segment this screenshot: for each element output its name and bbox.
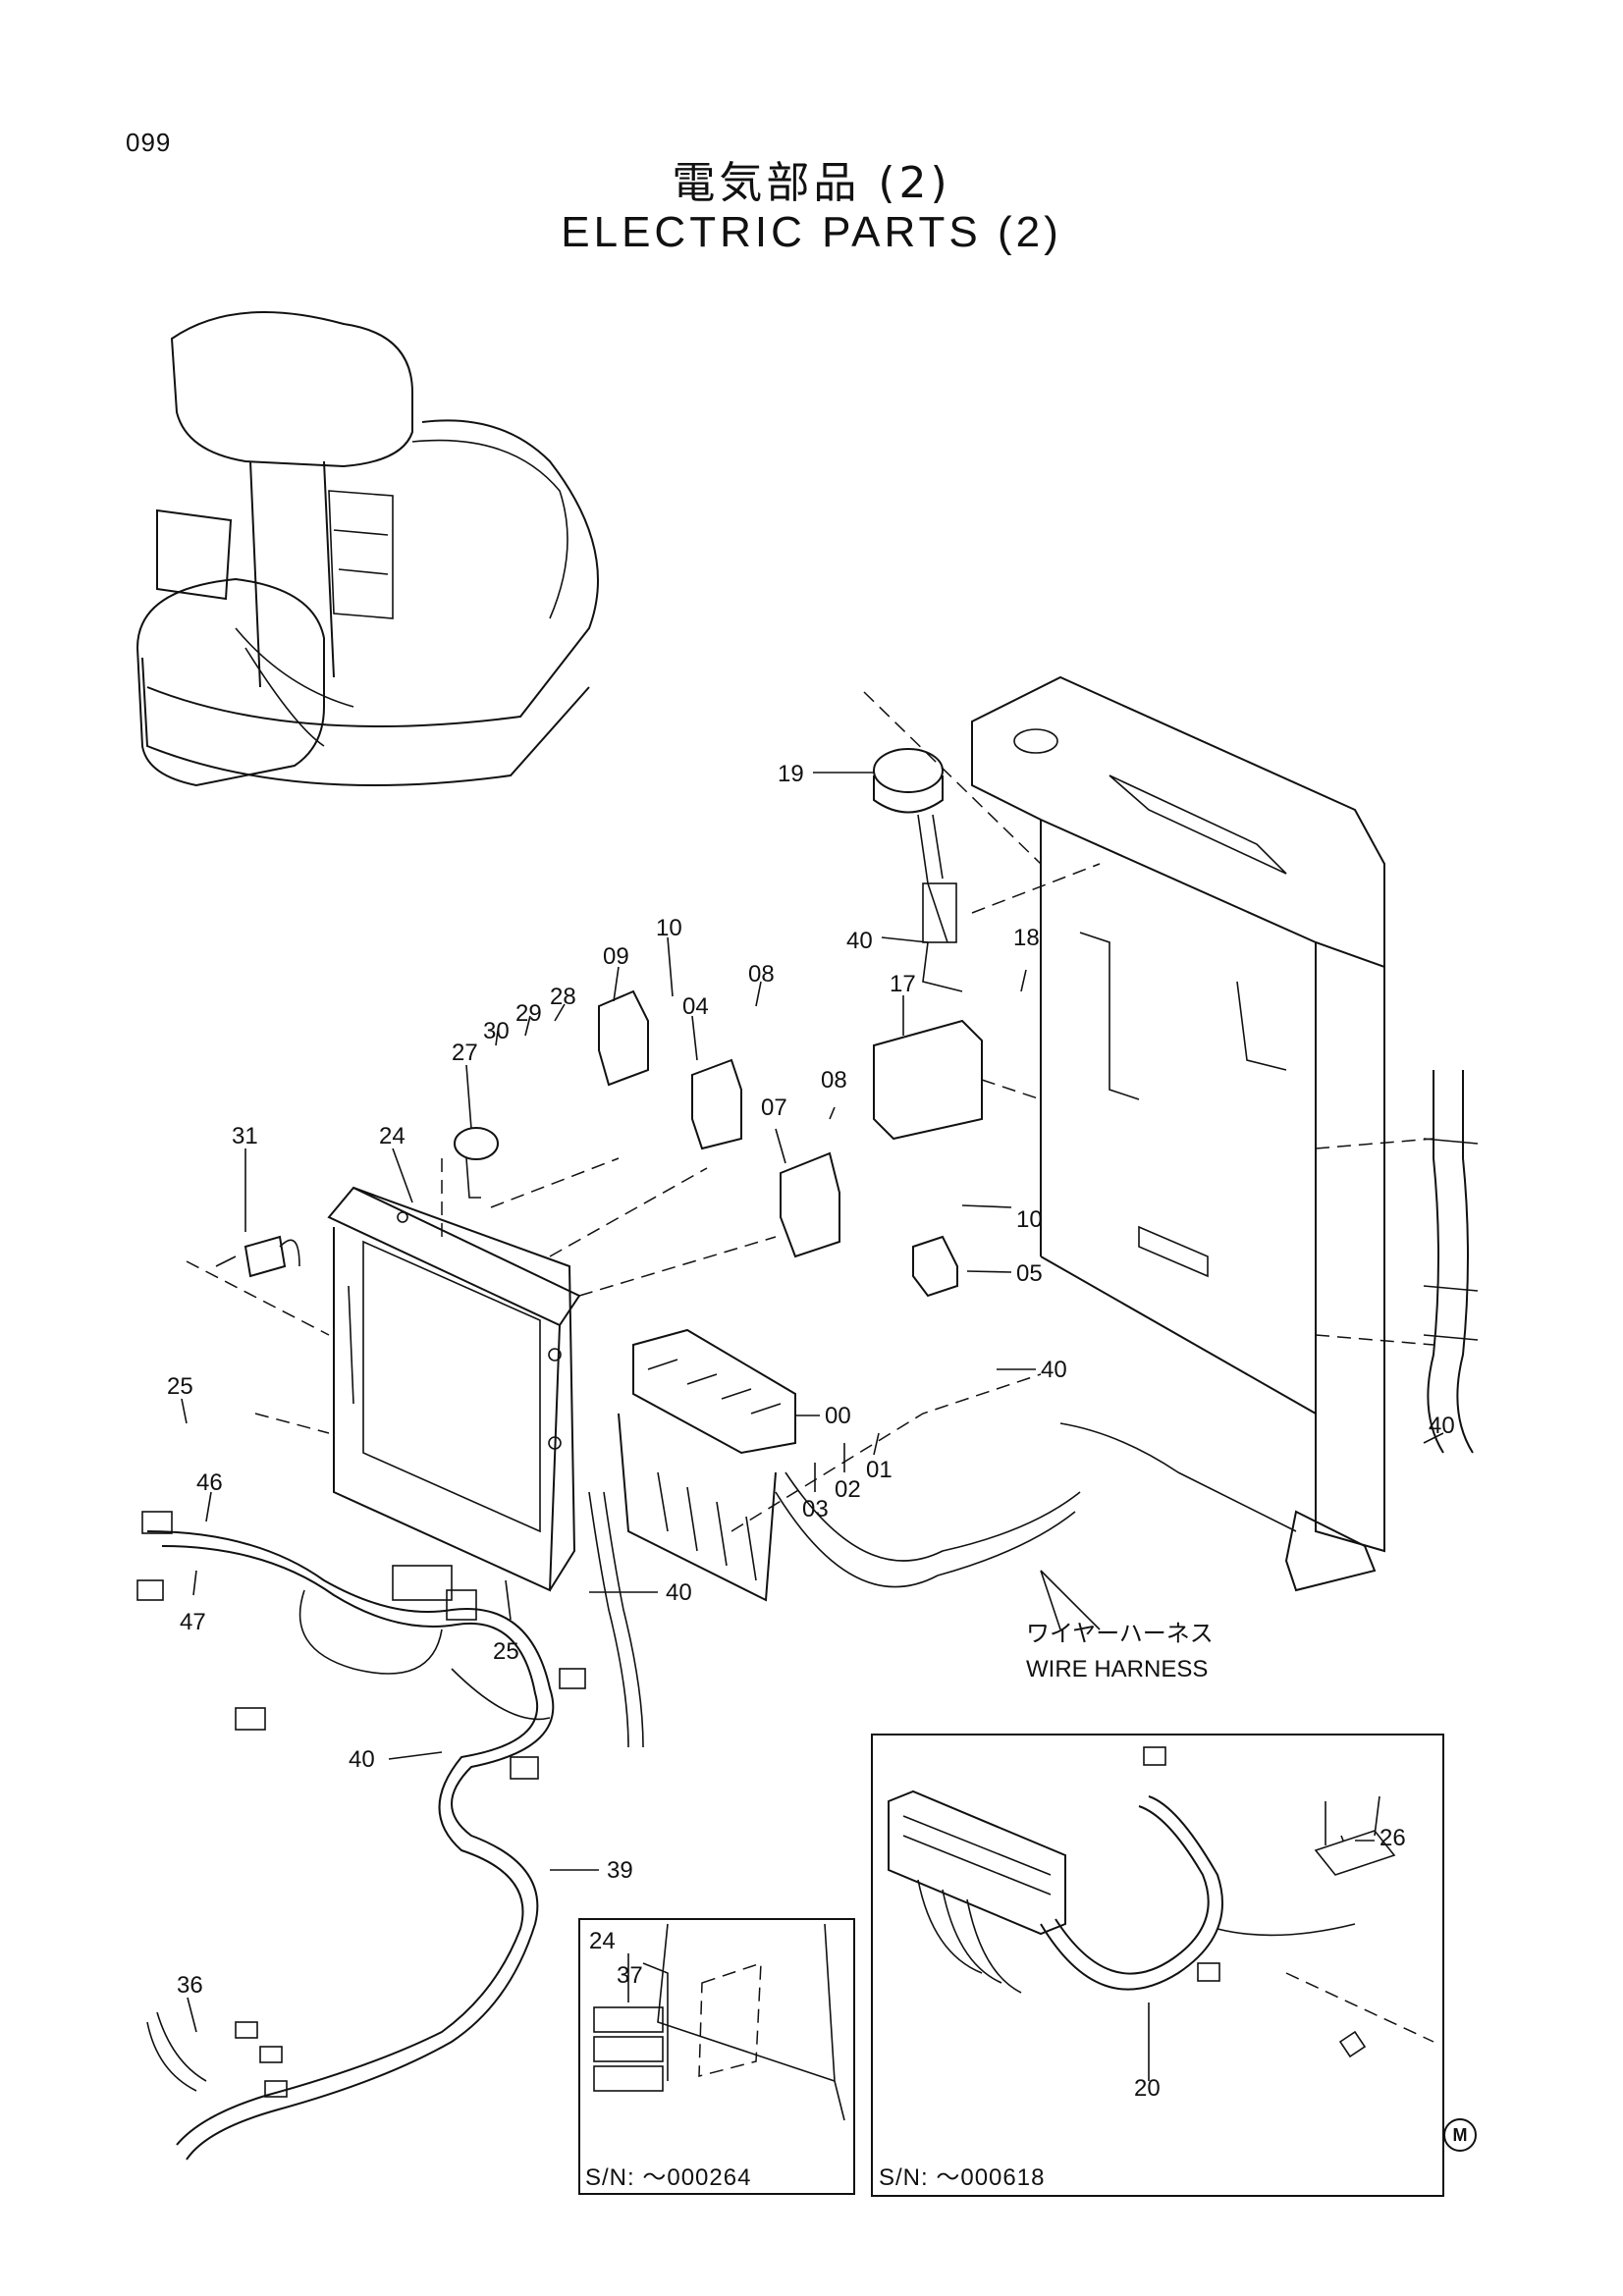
callout-00: 00 <box>825 1403 851 1429</box>
callout-03: 03 <box>802 1496 829 1522</box>
relay-parts <box>215 989 983 1602</box>
callout-27: 27 <box>452 1040 478 1066</box>
callout-09: 09 <box>603 943 629 970</box>
page-title-english: ELECTRIC PARTS (2) <box>561 208 1062 256</box>
callout-28: 28 <box>550 984 576 1010</box>
wire-harness-part-39 <box>136 1471 1081 2161</box>
callout-46: 46 <box>196 1469 223 1496</box>
callout-25-lower: 25 <box>493 1638 519 1665</box>
inset-right-serial: S/N: ～000618 <box>879 2164 1046 2191</box>
callout-37: 37 <box>617 1962 643 1989</box>
callout-40-right: 40 <box>1429 1413 1455 1439</box>
leader-lines <box>181 772 1444 2033</box>
callout-08-lower: 08 <box>821 1067 847 1094</box>
assembly-guide-lines <box>186 691 1434 1532</box>
callout-04: 04 <box>682 993 709 1020</box>
callout-31: 31 <box>232 1123 258 1149</box>
callout-30: 30 <box>483 1018 510 1044</box>
callout-10-lower: 10 <box>1016 1206 1043 1233</box>
inset-left-frame <box>578 1918 855 2195</box>
callout-40-lower: 40 <box>349 1746 375 1773</box>
callout-01: 01 <box>866 1457 893 1483</box>
callout-17: 17 <box>890 971 916 997</box>
key-switch-part-19 <box>873 748 963 992</box>
callout-25-left: 25 <box>167 1373 193 1400</box>
callout-40-harness: 40 <box>666 1579 692 1606</box>
callout-24: 24 <box>379 1123 406 1149</box>
wire-harness-label-english: WIRE HARNESS <box>1026 1656 1208 1682</box>
inset-right-frame <box>871 1734 1444 2197</box>
callout-39: 39 <box>607 1857 633 1884</box>
callout-26: 26 <box>1380 1825 1406 1851</box>
corner-m-mark: M <box>1443 2118 1477 2152</box>
controller-part-24 <box>327 1186 581 1592</box>
callout-40-frame: 40 <box>1041 1357 1067 1383</box>
page-title-japanese: 電気部品 (2) <box>672 158 951 208</box>
callout-18: 18 <box>1013 925 1040 951</box>
callout-36: 36 <box>177 1972 203 1999</box>
machine-overview-drawing <box>135 311 599 787</box>
callout-10-upper: 10 <box>656 915 682 941</box>
callout-19: 19 <box>778 761 804 787</box>
callout-29: 29 <box>515 1000 542 1027</box>
callout-47: 47 <box>180 1609 206 1635</box>
callout-40-keyswitch: 40 <box>846 928 873 954</box>
callout-labels: 19 40 18 17 10 09 08 04 28 29 30 27 31 2… <box>167 761 1455 2102</box>
callout-05: 05 <box>1016 1260 1043 1287</box>
callout-24-inset: 24 <box>589 1928 616 1954</box>
wire-harness-label-japanese: ワイヤーハーネス <box>1026 1621 1214 1647</box>
callout-02: 02 <box>835 1476 861 1503</box>
callout-08-upper: 08 <box>748 961 775 988</box>
console-frame-drawing <box>971 675 1479 1592</box>
callout-20: 20 <box>1134 2075 1161 2102</box>
callout-07: 07 <box>761 1095 787 1121</box>
page-number: 099 <box>126 128 172 157</box>
inset-left-serial: S/N: ～000264 <box>585 2164 752 2191</box>
